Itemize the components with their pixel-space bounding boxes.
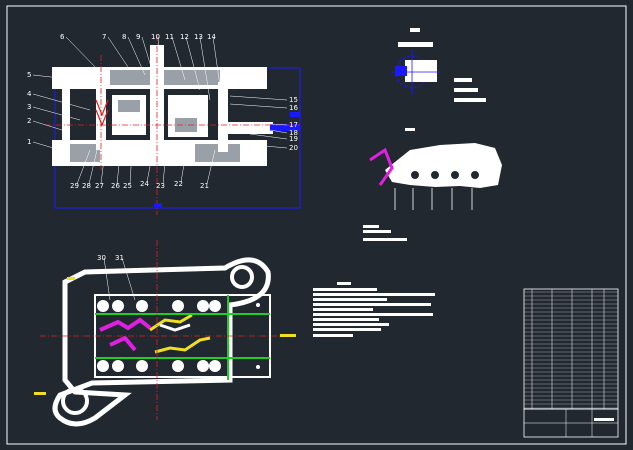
label-9: 9	[136, 33, 140, 41]
label-10: 10	[151, 33, 160, 41]
label-17: 17	[289, 121, 298, 129]
label-7: 7	[102, 33, 106, 41]
label-23: 23	[156, 182, 165, 190]
front-section-view	[45, 35, 301, 215]
side-detail-view	[390, 28, 486, 102]
label-13: 13	[194, 33, 203, 41]
label-31: 31	[115, 254, 124, 262]
parts-list-table	[523, 288, 619, 438]
label-22: 22	[174, 180, 183, 188]
label-24: 24	[140, 180, 149, 188]
label-28: 28	[82, 182, 91, 190]
technical-notes	[313, 282, 435, 337]
label-29: 29	[70, 182, 79, 190]
drawing-frame	[6, 5, 627, 445]
label-6: 6	[60, 33, 65, 41]
plan-view: 30 31	[34, 240, 296, 427]
label-18: 18	[289, 129, 298, 137]
leader-labels: 6 7 8 9 10 11 12 13 14 5 4 3 2 1 15 16 1…	[27, 33, 298, 190]
linkage-detail	[363, 128, 502, 241]
label-25: 25	[123, 182, 132, 190]
label-15: 15	[289, 96, 298, 104]
label-3: 3	[27, 103, 31, 111]
label-30: 30	[97, 254, 106, 262]
label-11: 11	[165, 33, 174, 41]
label-20: 20	[289, 144, 298, 152]
label-26: 26	[111, 182, 120, 190]
label-21: 21	[200, 182, 209, 190]
label-4: 4	[27, 90, 32, 98]
label-2: 2	[27, 117, 31, 125]
label-14: 14	[207, 33, 216, 41]
label-16: 16	[289, 104, 298, 112]
label-19: 19	[289, 135, 298, 143]
label-12: 12	[180, 33, 189, 41]
label-8: 8	[122, 33, 126, 41]
label-27: 27	[95, 182, 104, 190]
label-5: 5	[27, 71, 31, 79]
label-1: 1	[27, 138, 31, 146]
